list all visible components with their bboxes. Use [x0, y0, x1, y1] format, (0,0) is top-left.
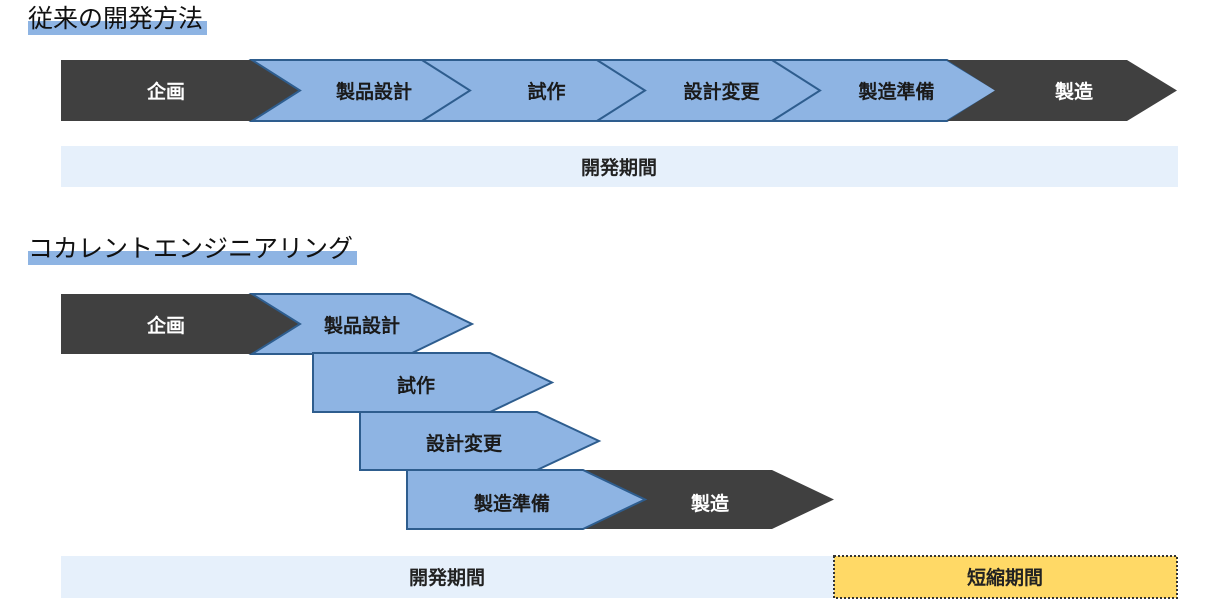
step-manufacturing-prep-label: 製造準備: [857, 80, 934, 103]
step-design-change-label: 設計変更: [683, 80, 760, 103]
step-prototype: [312, 352, 555, 413]
step-planning: [61, 294, 314, 354]
step-manufacturing-prep-label: 製造準備: [473, 492, 550, 515]
development-period-band: [61, 556, 834, 598]
step-manufacturing: [583, 470, 834, 529]
step-design-change-label: 設計変更: [426, 432, 503, 455]
step-manufacturing-label: 製造: [1054, 80, 1094, 103]
step-planning-label: 企画: [146, 80, 185, 103]
development-period-label: 開発期間: [409, 566, 485, 589]
concurrent-process-rows: 企画 製品設計 試作 設計変更 製造準備 製造: [61, 293, 834, 530]
step-design-change: [359, 411, 602, 471]
step-prototype-label: 試作: [397, 374, 435, 397]
concurrent-title: コカレントエンジニアリング: [28, 236, 358, 265]
development-period-band: [61, 146, 1178, 187]
step-manufacturing-prep: [406, 469, 648, 530]
traditional-process-row: 企画 製品設計 試作 設計変更 製造準備 製造: [61, 59, 1177, 122]
development-period-label: 開発期間: [581, 156, 657, 179]
step-prototype-label: 試作: [527, 80, 565, 103]
step-manufacturing-label: 製造: [690, 492, 730, 515]
shortened-period-label: 短縮期間: [967, 566, 1043, 589]
step-product-design-label: 製品設計: [335, 80, 412, 103]
step-manufacturing: [947, 60, 1177, 121]
step-planning-label: 企画: [146, 314, 185, 337]
step-product-design-label: 製品設計: [323, 314, 400, 337]
shortened-period-band: [833, 555, 1178, 599]
traditional-title: 従来の開発方法: [28, 6, 208, 35]
step-planning: [61, 60, 302, 121]
